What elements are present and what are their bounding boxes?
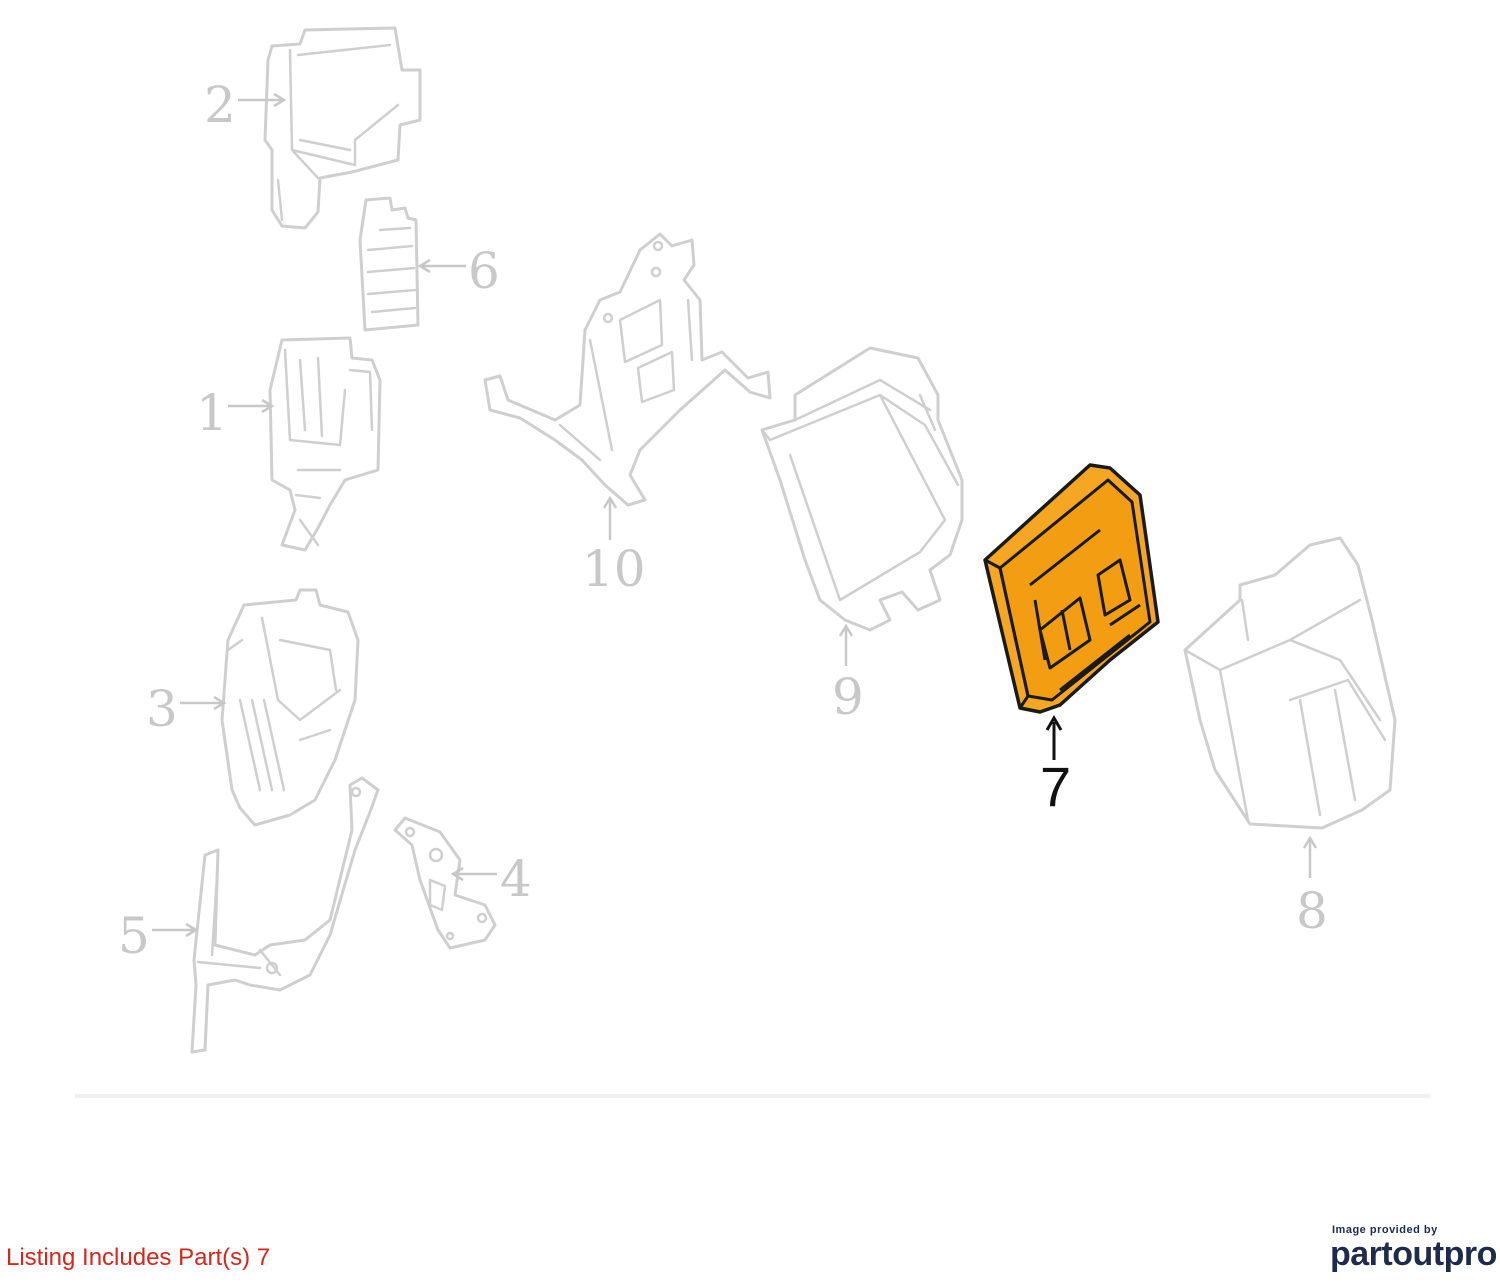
part-3-drawing xyxy=(220,588,360,827)
brand-wordmark: partoutpro xyxy=(1330,1235,1497,1273)
callout-10: 10 xyxy=(582,540,646,598)
callout-3: 3 xyxy=(146,680,178,738)
callout-5: 5 xyxy=(118,907,150,965)
part-4-drawing xyxy=(393,816,497,950)
callout-8: 8 xyxy=(1296,882,1328,940)
part-10-drawing xyxy=(483,232,772,507)
callout-6: 6 xyxy=(468,242,500,300)
callout-9: 9 xyxy=(832,668,864,726)
callout-1: 1 xyxy=(196,384,228,442)
callout-7: 7 xyxy=(1040,755,1071,818)
part-6-drawing xyxy=(358,196,420,332)
brand-caption: Image provided by xyxy=(1332,1224,1438,1236)
part-5-drawing xyxy=(190,776,380,1054)
callout-4: 4 xyxy=(500,850,532,908)
part-8-drawing xyxy=(1183,536,1397,830)
brand-logo: Image provided by partoutpro xyxy=(1330,1224,1497,1273)
part-7-drawing xyxy=(983,463,1160,714)
callout-2: 2 xyxy=(204,76,236,134)
part-9-drawing xyxy=(760,346,964,632)
part-2-drawing xyxy=(263,26,422,230)
listing-note: Listing Includes Part(s) 7 xyxy=(6,1244,271,1271)
part-1-drawing xyxy=(268,336,382,552)
